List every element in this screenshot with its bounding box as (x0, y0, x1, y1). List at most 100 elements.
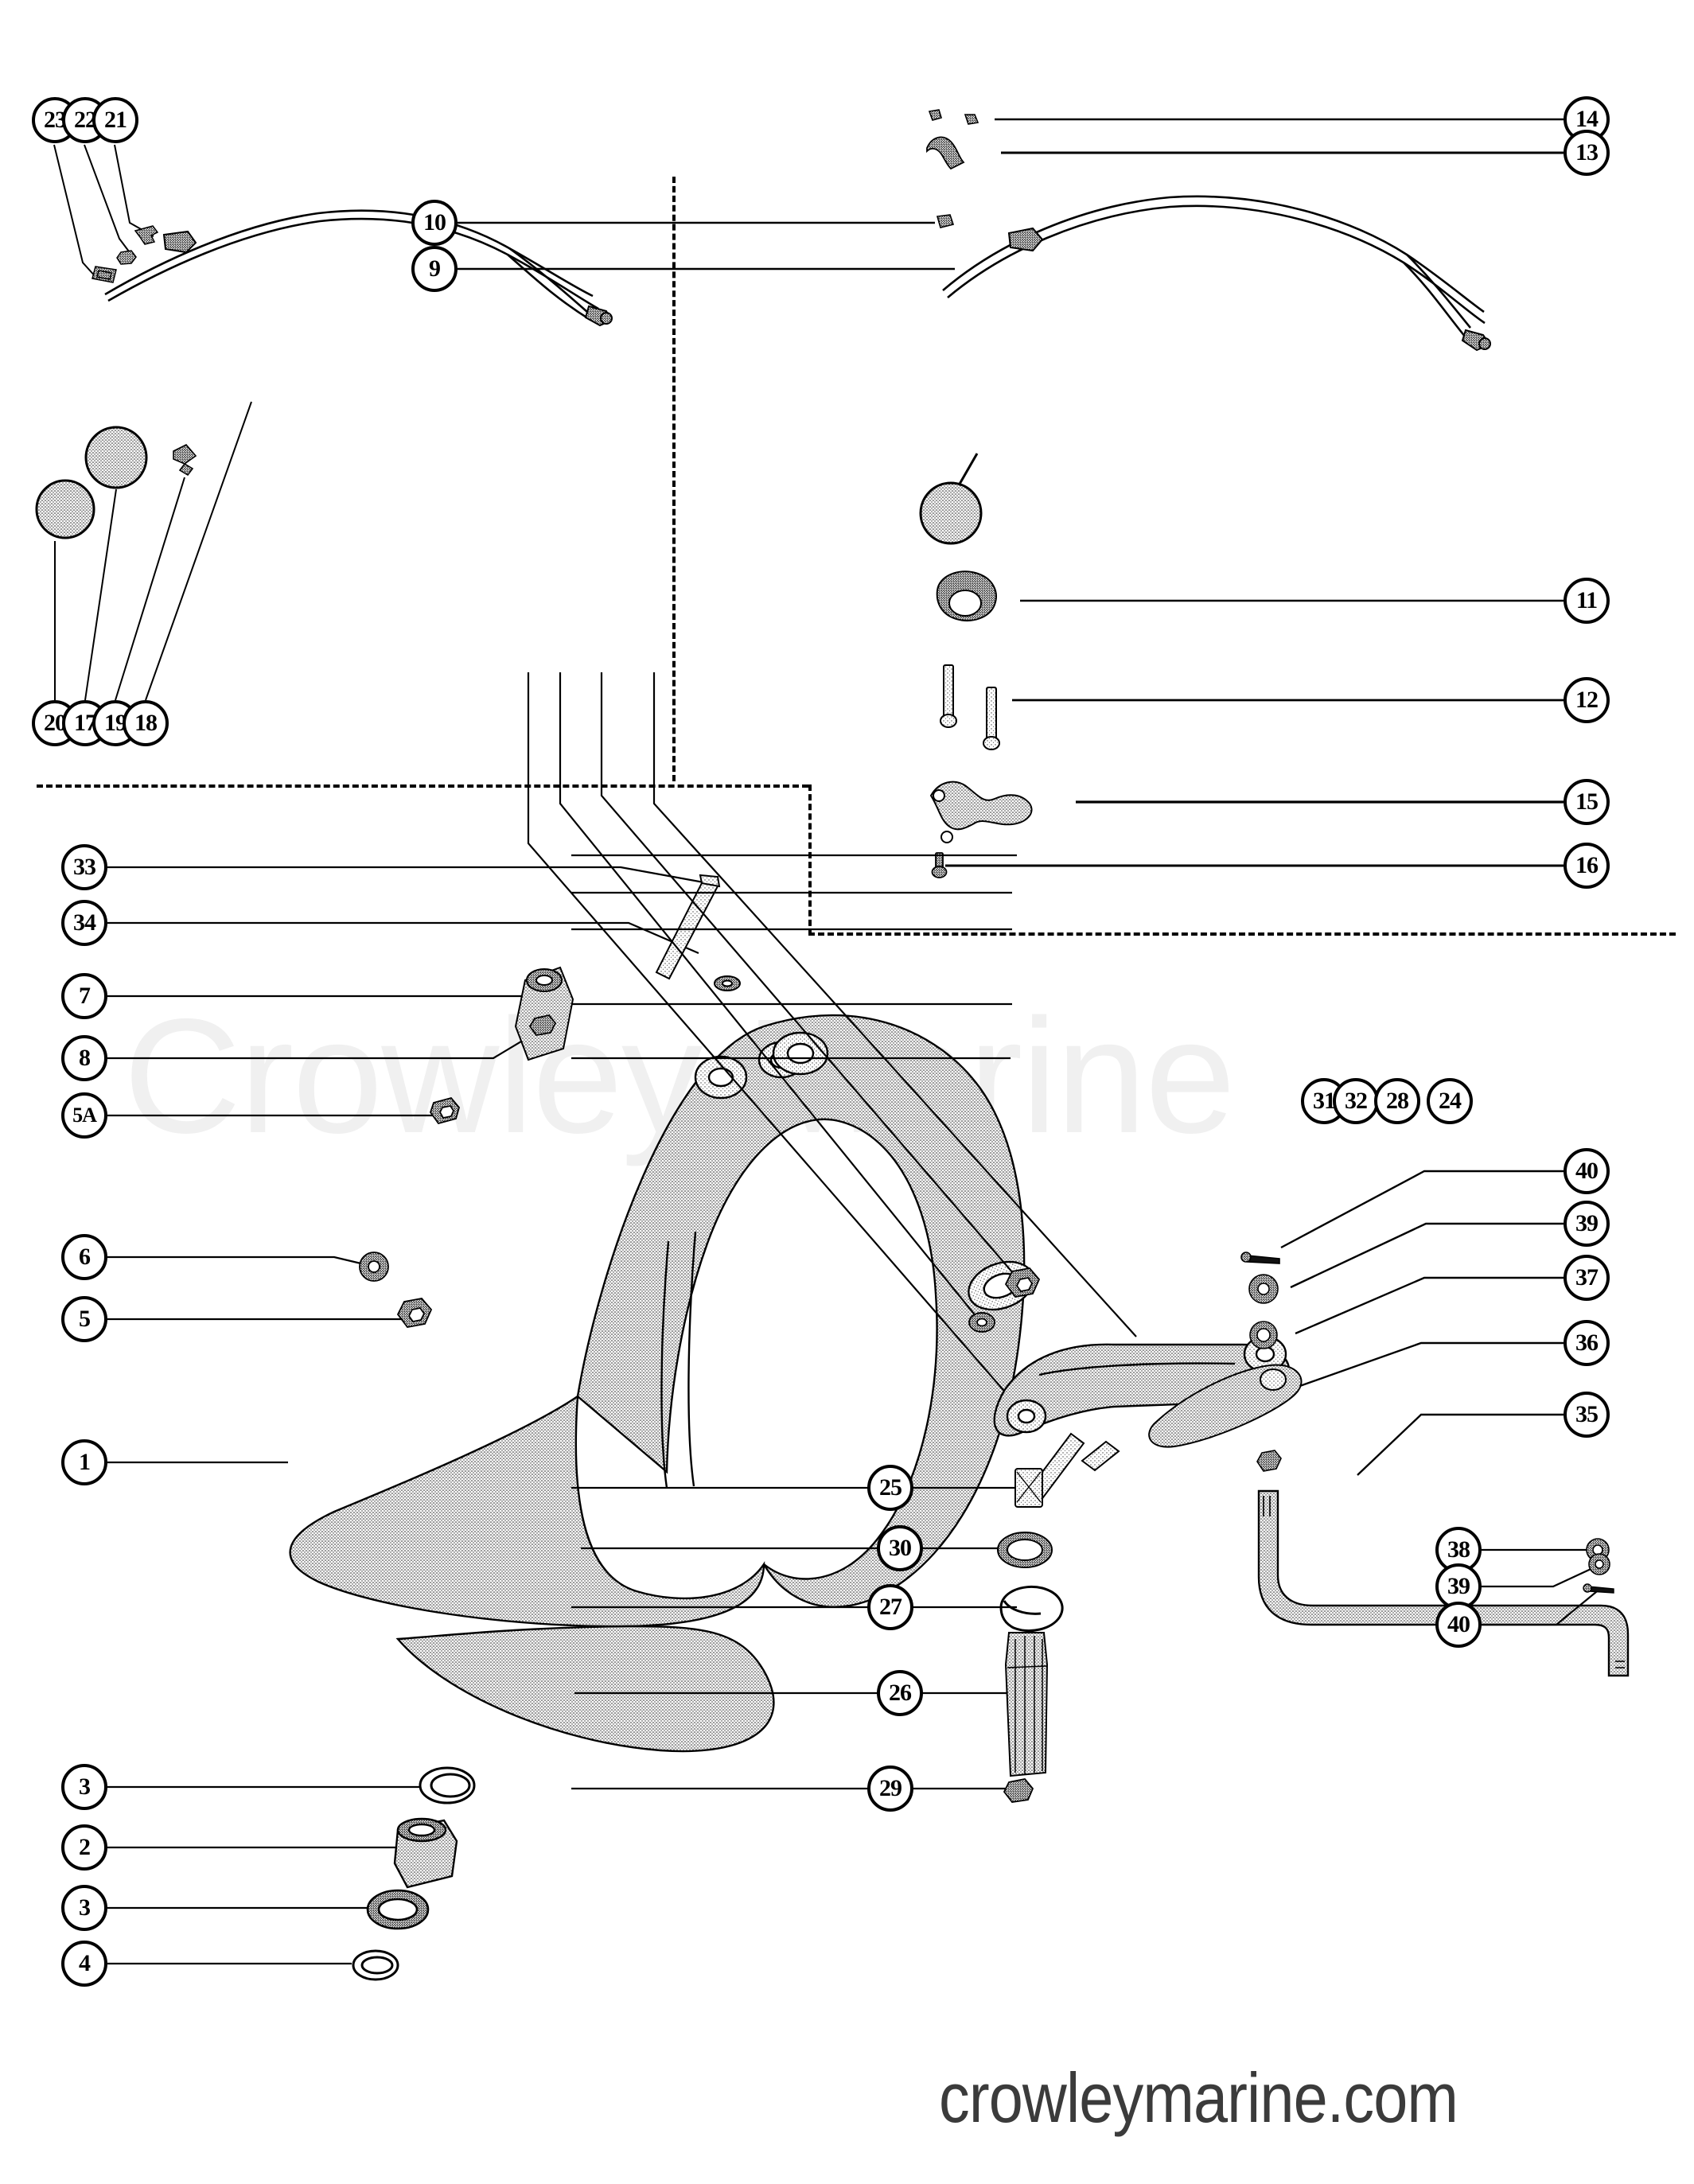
callout-27[interactable]: 27 (867, 1584, 913, 1630)
callout-32[interactable]: 32 (1333, 1078, 1379, 1124)
callout-7[interactable]: 7 (61, 973, 107, 1019)
screw-icon-14 (928, 109, 979, 125)
callout-9[interactable]: 9 (411, 246, 458, 292)
callout-34[interactable]: 34 (61, 900, 107, 946)
clamp-icon-13 (926, 136, 965, 170)
steering-arm-icon-24 (993, 1335, 1291, 1437)
callout-21[interactable]: 21 (92, 97, 138, 143)
callout-4[interactable]: 4 (61, 1941, 107, 1987)
leader-17 (84, 489, 117, 701)
bolt-icon-12a (940, 664, 957, 728)
washer-icon-23 (92, 266, 117, 283)
zone-divider-vertical-upper (672, 177, 676, 781)
oring-icon-4 (352, 1949, 399, 1981)
drag-link-icon-36 (1148, 1364, 1303, 1448)
callout-25[interactable]: 25 (867, 1465, 913, 1511)
fitting-icon-5A (430, 1096, 460, 1125)
leader-21 (114, 144, 154, 237)
washer-icon-32 (968, 1312, 995, 1333)
callout-24[interactable]: 24 (1427, 1078, 1473, 1124)
leader-24 (652, 672, 1137, 1337)
cable-stem-9 (957, 453, 979, 486)
cable-collar-right (1007, 227, 1044, 252)
callout-5A[interactable]: 5A (61, 1092, 107, 1139)
leader-35 (1357, 1413, 1564, 1476)
zone-divider-vertical-mid (808, 784, 812, 936)
lock-washer-icon-6 (359, 1252, 389, 1282)
cable-collar (162, 230, 197, 254)
callout-40[interactable]: 40 (1564, 1148, 1610, 1194)
leader-34 (107, 921, 699, 955)
callout-2[interactable]: 2 (61, 1824, 107, 1871)
screw-icon-16 (931, 852, 948, 878)
leader-40b (1482, 1587, 1602, 1626)
leader-23 (53, 144, 98, 279)
leader-36 (1295, 1341, 1564, 1389)
grommet-icon-17 (84, 426, 148, 489)
bracket-icon-15 (929, 781, 1033, 843)
callout-28[interactable]: 28 (1374, 1078, 1420, 1124)
nut-icon-35 (1256, 1450, 1282, 1472)
leader-22 (84, 144, 132, 255)
leader-39b (1482, 1565, 1599, 1588)
bolt-icon-31 (1026, 1432, 1120, 1502)
washer-icon-37 (1249, 1321, 1278, 1349)
callout-29[interactable]: 29 (867, 1765, 913, 1812)
callout-3b[interactable]: 3 (61, 1885, 107, 1931)
leader-6 (107, 1256, 368, 1267)
bushing-ring-icon-30 (997, 1532, 1053, 1568)
callout-13[interactable]: 13 (1564, 130, 1610, 176)
callout-35[interactable]: 35 (1564, 1392, 1610, 1438)
callout-18[interactable]: 18 (123, 700, 169, 746)
bushing-icon-7 (514, 966, 574, 1061)
cotter-pin-icon-40b (1583, 1583, 1614, 1594)
callout-33[interactable]: 33 (61, 844, 107, 890)
zone-divider-horizontal-right (808, 932, 1676, 936)
callout-37[interactable]: 37 (1564, 1255, 1610, 1301)
nut-icon-28 (1004, 1267, 1041, 1298)
clamp-ring-icon-11 (936, 570, 997, 621)
castle-nut-icon-39 (1248, 1274, 1279, 1304)
callout-40b[interactable]: 40 (1435, 1602, 1482, 1648)
nut-icon-5 (396, 1298, 433, 1328)
cable-end-fitting-right (1461, 329, 1491, 352)
leader-40 (1280, 1170, 1564, 1249)
nut-icon-22 (116, 250, 137, 265)
castle-nut-icon-39b (1588, 1553, 1610, 1575)
bushing-icon-2 (393, 1817, 458, 1889)
watermark-text: Crowley Marine (123, 985, 1236, 1167)
callout-26[interactable]: 26 (877, 1670, 923, 1716)
callout-3a[interactable]: 3 (61, 1764, 107, 1810)
callout-36[interactable]: 36 (1564, 1320, 1610, 1366)
long-bolt-icon-33 (655, 874, 721, 980)
retaining-ring-icon-27 (999, 1586, 1064, 1632)
leader-33 (107, 866, 709, 885)
callout-1[interactable]: 1 (61, 1439, 107, 1485)
callout-11[interactable]: 11 (1564, 578, 1610, 624)
cotter-pin-icon-40 (1240, 1252, 1280, 1264)
callout-10[interactable]: 10 (411, 200, 458, 246)
callout-30[interactable]: 30 (877, 1525, 923, 1571)
footer-site-url[interactable]: crowleymarine.com (939, 2058, 1458, 2137)
zone-divider-horizontal-left (37, 784, 808, 788)
callout-5[interactable]: 5 (61, 1296, 107, 1342)
callout-12[interactable]: 12 (1564, 677, 1610, 723)
throttle-cable-icon (104, 209, 599, 321)
swivel-bracket-icon-1 (289, 1014, 1034, 1753)
washer-icon-38 (1586, 1538, 1610, 1562)
callout-6[interactable]: 6 (61, 1234, 107, 1280)
callout-16[interactable]: 16 (1564, 843, 1610, 889)
leader-39 (1290, 1222, 1564, 1289)
callout-8[interactable]: 8 (61, 1035, 107, 1081)
leader-28 (600, 672, 1019, 1280)
grommet-icon-20 (35, 479, 95, 539)
callout-15[interactable]: 15 (1564, 779, 1610, 825)
bolt-icon-12b (983, 687, 1000, 750)
leader-19 (115, 477, 185, 701)
callout-39[interactable]: 39 (1564, 1201, 1610, 1247)
washer-icon-34 (714, 975, 741, 991)
screw-icon-10 (936, 214, 955, 228)
leader-18 (145, 401, 252, 701)
seal-icon-3a (419, 1766, 476, 1804)
leader-32 (559, 672, 984, 1326)
